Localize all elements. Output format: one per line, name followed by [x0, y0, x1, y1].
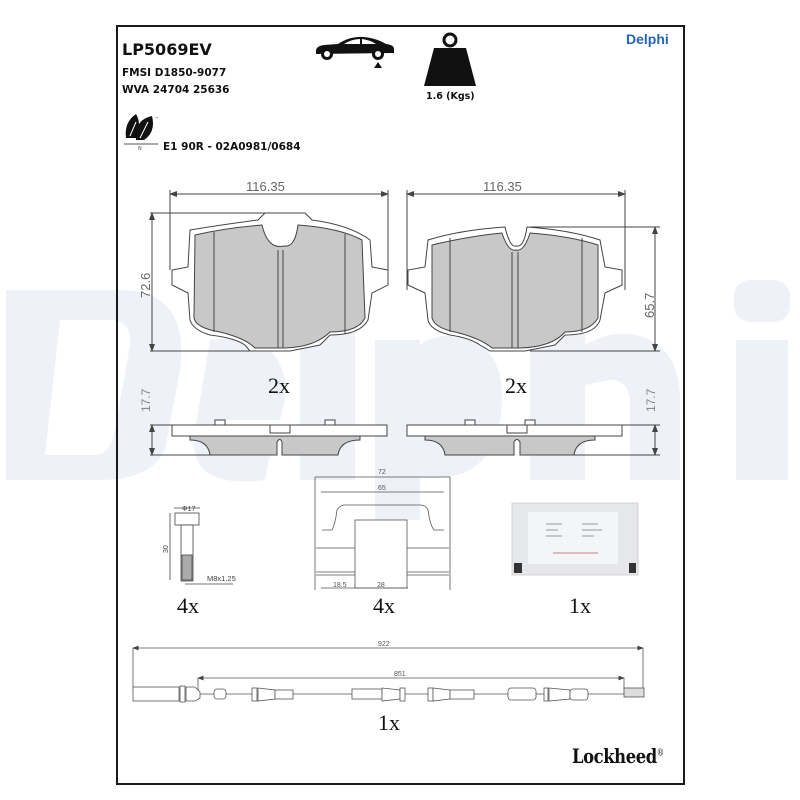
svg-text:™: ™ — [155, 116, 159, 121]
svg-text:N: N — [138, 146, 142, 150]
clip-offset-label: 18.5 — [333, 582, 347, 589]
clip-inner-width-label: 65 — [378, 485, 386, 492]
pad-2-quantity: 2x — [505, 373, 527, 398]
bolt-quantity: 4x — [177, 593, 199, 618]
spec-sheet-frame — [116, 25, 685, 785]
wear-sensor-drawing — [132, 645, 645, 703]
bolt-length-label: 30 — [163, 545, 170, 553]
weight-label: 1.6 (Kgs) — [426, 91, 475, 102]
pad-1-quantity: 2x — [268, 373, 290, 398]
lockheed-text: Lockheed — [572, 744, 657, 768]
bolt-diameter-label: Φ17 — [182, 506, 195, 513]
pad-2-height-label: 65.7 — [642, 293, 657, 318]
clip-center-label: 28 — [377, 582, 385, 589]
pad-1-front-view — [149, 190, 389, 352]
pad-2-thickness-label: 17.7 — [644, 388, 658, 412]
grease-sachet-image — [511, 502, 639, 576]
sensor-quantity: 1x — [378, 710, 400, 735]
bolt-drawing — [169, 507, 233, 585]
delphi-logo: Delphi — [626, 31, 669, 47]
part-number: LP5069EV — [122, 40, 212, 59]
car-rear-axle-icon — [316, 36, 394, 68]
ece-approval: E1 90R - 02A0981/0684 — [163, 141, 301, 153]
bolt-thread-label: M8x1.25 — [207, 574, 236, 583]
pad-1-side-view — [149, 419, 388, 456]
wva-code: WVA 24704 25636 — [122, 84, 230, 96]
fmsi-code: FMSI D1850-9077 — [122, 67, 227, 79]
pad-1-width-label: 116.35 — [246, 179, 285, 194]
registered-mark: ® — [656, 748, 664, 759]
sachet-quantity: 1x — [569, 593, 591, 618]
pad-2-side-view — [406, 419, 660, 456]
eco-leaf-icon: N ™ — [124, 114, 159, 150]
pad-2-width-label: 116.35 — [483, 179, 522, 194]
clip-outer-width-label: 72 — [378, 469, 386, 476]
pad-2-front-view — [406, 190, 660, 352]
weight-icon — [424, 32, 476, 86]
sensor-total-length-label: 922 — [378, 641, 390, 648]
clip-drawing — [314, 476, 451, 590]
pad-1-thickness-label: 17.7 — [139, 388, 153, 412]
sensor-inner-length-label: 851 — [394, 671, 406, 678]
lockheed-logo: Lockheed® — [572, 744, 664, 768]
clip-quantity: 4x — [373, 593, 395, 618]
pad-1-height-label: 72.6 — [138, 273, 153, 298]
